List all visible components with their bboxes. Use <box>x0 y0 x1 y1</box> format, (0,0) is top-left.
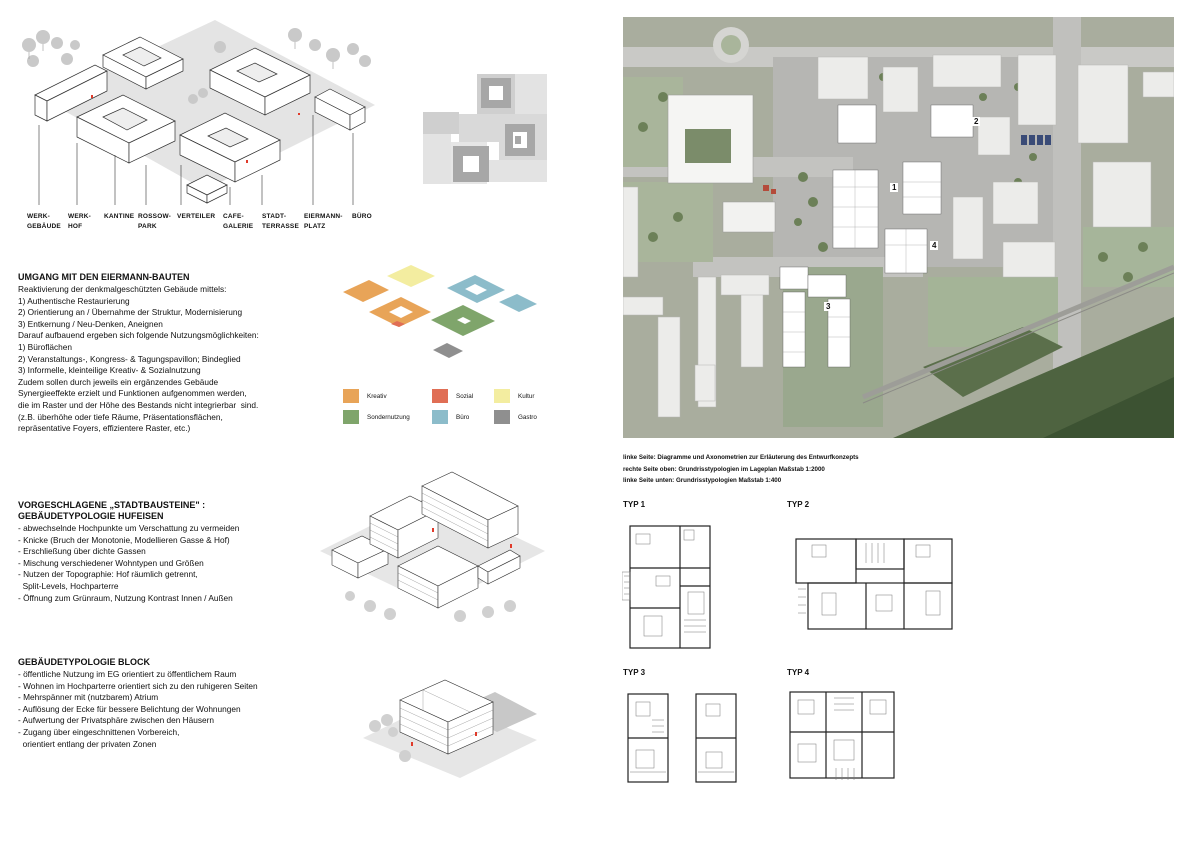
map-label-1: 1 <box>890 183 899 192</box>
typ4-label: TYP 4 <box>787 668 810 677</box>
site-axonometry <box>22 20 375 205</box>
axo-label-buero: BÜRO <box>352 213 372 220</box>
map-label-3: 3 <box>824 302 833 311</box>
section3-heading: GEBÄUDETYPOLOGIE BLOCK <box>18 657 151 667</box>
axo-label-werkgebaeude: WERK-GEBÄUDE <box>27 213 61 230</box>
map-label-2: 2 <box>972 117 981 126</box>
use-diagram <box>343 265 537 358</box>
site-plan <box>623 17 1174 438</box>
typ3-label: TYP 3 <box>623 668 646 677</box>
legend-item-kultur: Kultur <box>494 389 534 403</box>
axo-label-eiermannplatz: EIERMANN-PLATZ <box>304 213 343 230</box>
legend-item-kreativ: Kreativ <box>343 389 387 403</box>
figure-ground-diagram <box>423 74 547 184</box>
section2-heading: VORGESCHLAGENE „STADTBAUSTEINE" : GEBÄUD… <box>18 500 206 521</box>
legend-item-buero: Büro <box>432 410 469 424</box>
axo-label-kantine: KANTINE <box>104 213 135 220</box>
legend-swatch <box>343 410 359 424</box>
section3-body: - öffentliche Nutzung im EG orientiert z… <box>18 669 258 749</box>
axo-label-cafegalerie: CAFE-GALERIE <box>223 213 254 230</box>
legend-item-gastro: Gastro <box>494 410 537 424</box>
floorplan-typ2 <box>795 538 953 630</box>
typ2-label: TYP 2 <box>787 500 810 509</box>
floorplan-typ4 <box>789 691 895 780</box>
axo-label-werkhof: WERK-HOF <box>68 213 92 230</box>
legend-swatch <box>343 389 359 403</box>
legend-swatch <box>432 389 448 403</box>
axo-label-verteiler: VERTEILER <box>177 213 216 220</box>
map-label-4: 4 <box>930 241 939 250</box>
floorplan-typ3 <box>627 693 737 783</box>
legend-item-sozial: Sozial <box>432 389 473 403</box>
axo-label-stadtterrasse: STADT-TERRASSE <box>262 213 299 230</box>
floorplan-typ1 <box>622 525 711 649</box>
caption-block: linke Seite: Diagramme und Axonometrien … <box>623 454 859 484</box>
legend-swatch <box>494 410 510 424</box>
legend-item-sondernutzung: Sondernutzung <box>343 410 410 424</box>
typ1-label: TYP 1 <box>623 500 646 509</box>
legend-swatch <box>494 389 510 403</box>
legend-swatch <box>432 410 448 424</box>
block-axonometry <box>363 679 537 778</box>
section2-body: - abwechselnde Hochpunkte um Verschattun… <box>18 523 240 603</box>
hufeisen-axonometry <box>320 471 545 622</box>
axo-label-rossowpark: ROSSOW-PARK <box>138 213 172 230</box>
section1-heading: UMGANG MIT DEN EIERMANN-BAUTEN <box>18 272 190 282</box>
section1-body: Reaktivierung der denkmalgeschützten Geb… <box>18 284 259 434</box>
